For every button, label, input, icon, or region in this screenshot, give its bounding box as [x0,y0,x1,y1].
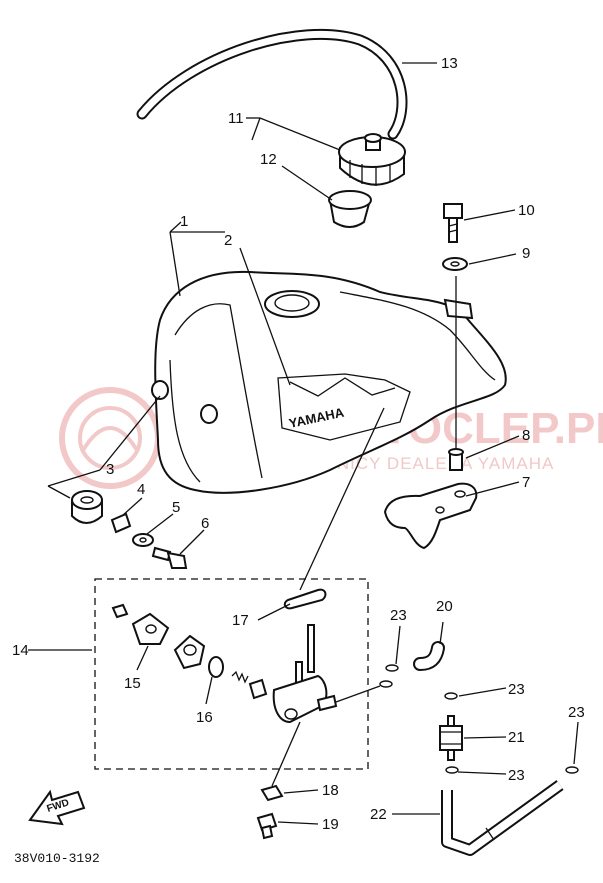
callout-18: 18 [322,782,339,799]
collar-8 [448,448,464,471]
callout-labels: 13 11 12 10 1 2 9 8 3 7 4 5 6 20 17 23 1… [12,55,585,833]
callout-8: 8 [522,427,530,444]
fuel-cap [338,133,406,186]
cock-lever [173,634,206,670]
spring [231,670,249,684]
callout-20: 20 [436,598,453,615]
callout-13: 13 [441,55,458,72]
callout-22: 22 [370,806,387,823]
callout-15: 15 [124,675,141,692]
callout-23d: 23 [568,704,585,721]
callout-19: 19 [322,816,339,833]
callout-23a: 23 [390,607,407,624]
callout-23c: 23 [508,767,525,784]
fuel-cock [272,624,338,724]
o-ring-16 [208,656,224,678]
gasket-17 [283,588,327,610]
breather-hose [136,28,408,140]
screw-19 [256,812,278,840]
clip-23b [444,692,458,700]
callout-21: 21 [508,729,525,746]
nut-18 [260,784,284,802]
fuel-cock-group-box [94,578,369,770]
damper-3 [71,490,103,524]
clip-23c [445,766,459,774]
bracket-7 [383,482,478,550]
tank-emblem [277,373,411,441]
callout-6: 6 [201,515,209,532]
fuel-filter-21 [439,715,463,761]
callout-16: 16 [196,709,213,726]
callout-17: 17 [232,612,249,629]
fuel-tank: YAMAHA [151,270,507,494]
lever-plate-15 [131,612,170,645]
callout-10: 10 [518,202,535,219]
callout-14: 14 [12,642,29,659]
fwd-arrow-icon: FWD [28,789,86,826]
callout-23b: 23 [508,681,525,698]
leader-lines [28,62,579,825]
clip-23a [379,664,399,688]
callout-3: 3 [106,461,114,478]
callout-1: 1 [180,213,188,230]
clip-23d [565,766,579,774]
callout-12: 12 [260,151,277,168]
hose-22 [441,780,564,856]
washer-9 [442,257,468,271]
cap-seal [328,190,372,228]
callout-7: 7 [522,474,530,491]
callout-2: 2 [224,232,232,249]
callout-4: 4 [137,481,145,498]
callout-5: 5 [172,499,180,516]
callout-11: 11 [228,110,244,127]
hose-20 [413,641,445,671]
diagram-code: 38V010-3192 [14,851,100,866]
screw-group [111,603,129,619]
collar-4 [110,512,132,534]
bolt-6 [151,546,188,569]
cock-seal [248,678,268,700]
washer-5 [132,533,154,547]
bolt-10 [443,203,463,243]
callout-9: 9 [522,245,530,262]
